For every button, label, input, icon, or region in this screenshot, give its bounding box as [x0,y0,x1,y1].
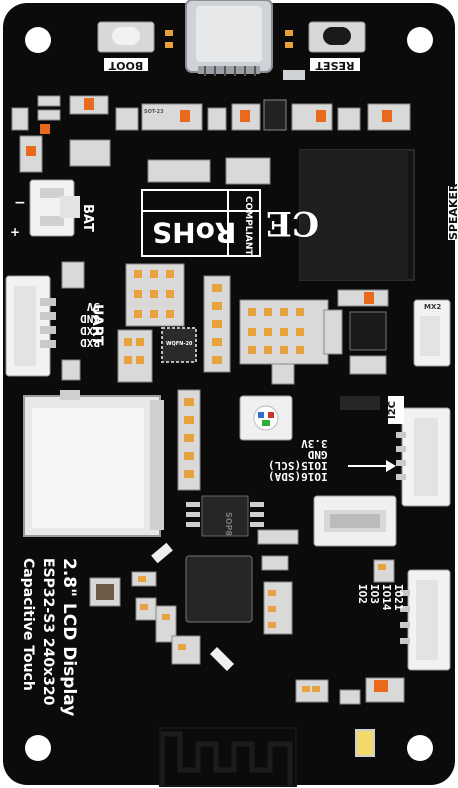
io-pin-2: IO2 [356,584,369,604]
rohs-text: RoHS [152,216,237,249]
regulator-chip-label: SOP8 [224,512,233,536]
i2c-connector [396,407,451,507]
left-passives [19,135,271,185]
speaker-connector [413,299,451,367]
mount-hole-top-right [407,27,433,53]
qfn-chip-label: WQFN-20 [166,341,193,347]
mosfet-label: SOT-23 [144,109,164,115]
board-title-block: 2.8" LCD Display ESP32-S3 240x320 Capaci… [18,558,80,716]
i2c-pin-list: IO16(SDA) IO15(SCL) GND 3.3V [268,437,328,483]
board-title-touch: Capacitive Touch [20,558,36,691]
regulator-chip [186,495,264,537]
reset-button [308,21,366,53]
usb-c-connector [185,0,273,76]
io-pin-3: IO3 [368,584,381,604]
i2c-arrow [348,460,396,472]
status-led [355,729,375,757]
io-pin-14: IO14 [380,584,393,611]
smd-row-top-pads [40,98,392,134]
pads-orange-center [124,270,304,364]
ce-mark: CE [266,203,319,243]
io-pin-list: IO21 IO14 IO3 IO2 [356,584,405,611]
microsd-slot [23,390,164,537]
smd-row-top [11,95,411,131]
uart-pin-rxd: RXD [80,336,100,349]
antenna-bg [159,727,297,787]
i2c-pin-3v3: 3.3V [301,437,328,450]
bat-connector [29,179,80,237]
qfn-chip [161,327,197,363]
boot-button [97,21,155,53]
speaker-part-label: MX2 [424,303,442,311]
bat-label: BAT [80,204,95,232]
rgb-led [239,395,293,441]
speaker-label: SPEAKER [447,183,458,240]
diag-part-1 [151,542,173,564]
fpc-connector [313,495,397,547]
boot-label: BOOT [104,58,148,72]
uart-pin-txd: TXD [80,324,100,337]
board-title-size: 2.8" LCD Display [59,558,79,717]
io-pin-21: IO21 [392,584,405,611]
mounting-holes [25,27,433,761]
top-resistors [165,30,305,80]
uart-pin-list: RXD TXD GND 5V [80,300,100,349]
amp-chip [323,289,389,375]
board-title-mcu: ESP32-S3 240x320 [40,558,56,706]
i2c-label: I2C [387,396,404,424]
mount-hole-bottom-right [407,735,433,761]
esp32-s3-chip [185,555,253,623]
rohs-compliant-text: COMPLIANT [243,196,253,256]
reset-label: RESET [310,58,360,72]
uart-pin-gnd: GND [80,312,100,325]
rohs-logo [141,189,261,257]
uart-pin-5v: 5V [86,300,100,313]
mount-hole-top-left [25,27,51,53]
i2c-pin-scl: IO15(SCL) [268,459,328,472]
i2c-bridge-part [340,396,380,410]
diag-part-2 [209,646,235,672]
bat-plus-mark: + [10,225,21,239]
io-connector [400,569,451,671]
speaker-module [299,149,415,281]
crystal [89,577,121,607]
mount-hole-bottom-left [25,735,51,761]
antenna [159,731,293,785]
bat-minus-mark: − [14,195,26,211]
i2c-pin-sda: IO16(SDA) [268,470,328,483]
uart-connector [5,275,56,377]
